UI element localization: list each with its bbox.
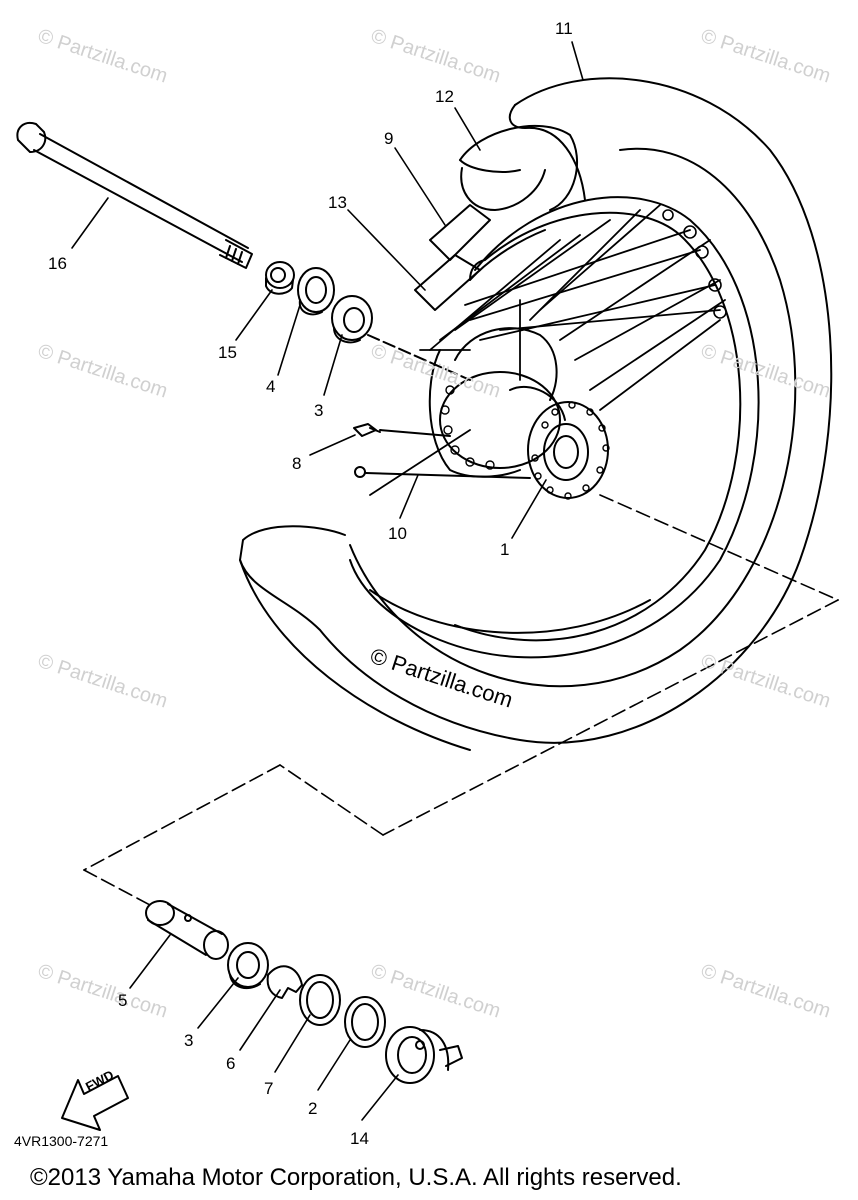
rim-holes [662, 209, 727, 319]
callout-3-upper: 3 [314, 401, 324, 420]
gear-unit-part [385, 1026, 463, 1084]
spacer-part [145, 900, 229, 960]
callout-16: 16 [48, 254, 67, 273]
fwd-arrow-icon [61, 1075, 129, 1131]
leader-lines [71, 41, 584, 1121]
bearing-left-part [297, 267, 335, 316]
bearing-upper-part [331, 295, 471, 381]
bearing-lower-part [227, 942, 269, 990]
callout-6: 6 [226, 1054, 236, 1073]
callout-13: 13 [328, 193, 347, 212]
ring-part [299, 974, 341, 1026]
spokes-part [369, 204, 726, 496]
callout-10: 10 [388, 524, 407, 543]
callout-5: 5 [118, 991, 128, 1010]
axle-part [16, 122, 253, 269]
assembly-outline [83, 494, 839, 906]
callout-11: 11 [555, 19, 573, 38]
copyright-notice: ©2013 Yamaha Motor Corporation, U.S.A. A… [30, 1164, 682, 1191]
callout-3-lower: 3 [184, 1031, 194, 1050]
hub-flange-holes [440, 385, 610, 500]
callout-8: 8 [292, 454, 302, 473]
rim-band-part [414, 204, 491, 311]
collar-part [265, 261, 295, 295]
hub-part [428, 327, 609, 499]
callout-2: 2 [308, 1099, 318, 1118]
diagram-code: 4VR1300-7271 [14, 1133, 109, 1149]
retainer-part [266, 965, 303, 999]
callout-7: 7 [264, 1079, 274, 1098]
bolt-part [353, 423, 531, 479]
callout-4: 4 [266, 377, 276, 396]
callout-9: 9 [384, 129, 394, 148]
tube-part [459, 124, 579, 211]
tire-part [239, 77, 833, 751]
callout-12: 12 [435, 87, 454, 106]
callout-1: 1 [500, 540, 510, 559]
seal-part [344, 996, 386, 1048]
callout-15: 15 [218, 343, 237, 362]
callout-14: 14 [350, 1129, 369, 1148]
